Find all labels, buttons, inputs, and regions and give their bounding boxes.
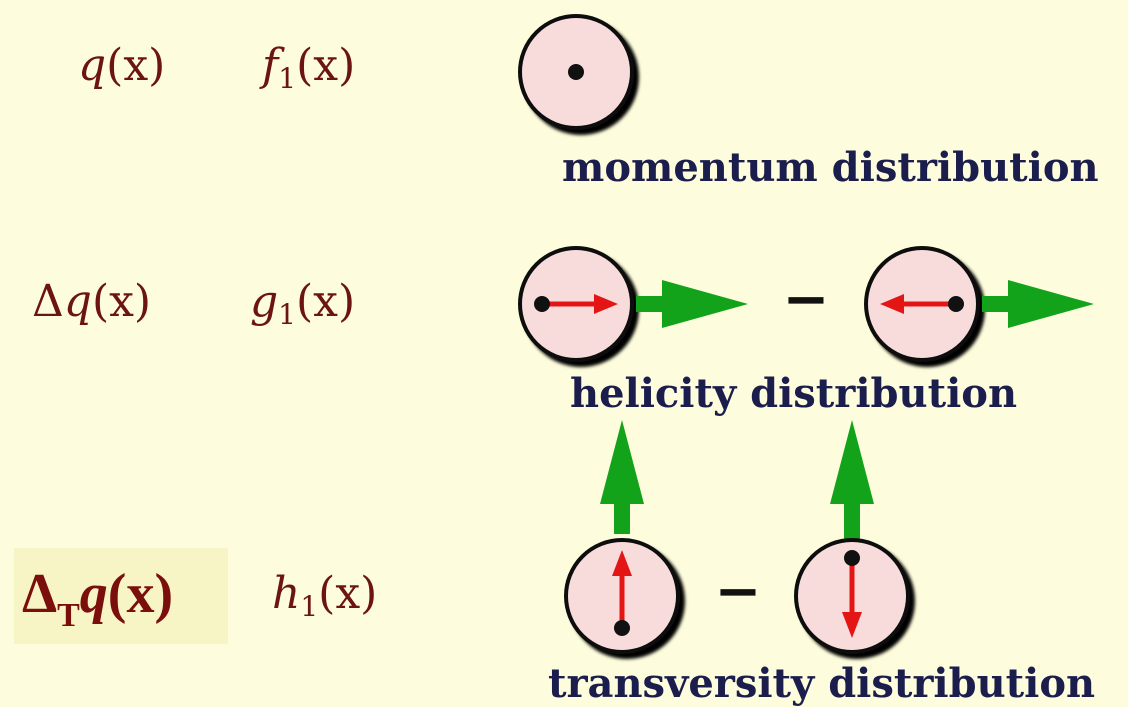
label-h1-x: h1(x) — [272, 568, 378, 623]
momentum-arrow-up-right — [830, 420, 874, 540]
quark-dot — [614, 620, 630, 636]
momentum-arrow-shaft — [636, 296, 664, 312]
nucleon-transversity-down — [794, 538, 910, 654]
nucleon-momentum — [518, 14, 634, 130]
minus-sign-helicity: − — [783, 267, 830, 332]
caption-momentum: momentum distribution — [562, 144, 1099, 191]
label-delta-t-q-x: ΔTq(x) — [22, 563, 174, 634]
nucleon-helicity-minus — [864, 246, 1094, 362]
nucleon-helicity-plus — [518, 246, 748, 362]
minus-sign-transversity: − — [715, 559, 762, 624]
nucleon-transversity-up — [564, 538, 680, 654]
caption-transversity: transversity distribution — [548, 660, 1096, 707]
quark-dot — [534, 296, 550, 312]
quark-dot — [568, 64, 584, 80]
caption-helicity: helicity distribution — [570, 370, 1018, 417]
label-delta-q-x: Δq(x) — [32, 276, 152, 327]
label-q-x: q(x) — [78, 40, 166, 91]
quark-dot — [948, 296, 964, 312]
momentum-arrow-head — [662, 280, 748, 328]
momentum-arrow-shaft — [982, 296, 1010, 312]
quark-dot — [844, 550, 860, 566]
label-g1-x: g1(x) — [250, 276, 356, 331]
momentum-arrow-head — [1008, 280, 1094, 328]
momentum-arrow-up-left — [600, 420, 644, 534]
transversity-label-highlight — [14, 548, 228, 644]
label-f1-x: f1(x) — [262, 40, 356, 95]
